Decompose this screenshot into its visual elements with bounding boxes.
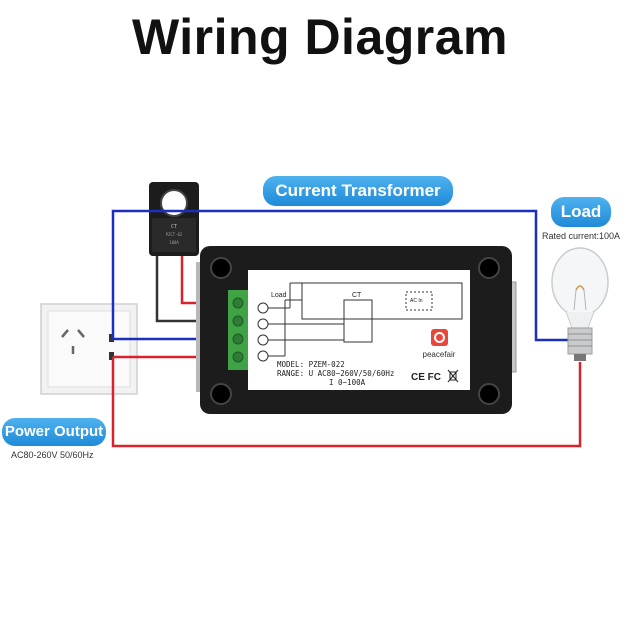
meter-model-text: MODEL: PZEM-022 <box>277 360 345 369</box>
red-wire-live <box>111 357 582 448</box>
power-output-voltage: AC80-260V 50/60Hz <box>11 450 94 460</box>
weee-bin-icon <box>447 369 459 383</box>
current-transformer-clamp: CT PZCT-02 100A <box>149 182 199 256</box>
meter-range-voltage: RANGE: U AC80~260V/50/60Hz <box>277 369 394 378</box>
power-output-label: Power Output <box>2 418 106 446</box>
power-meter: Load CT AC In peacefair MODEL: PZEM-022 … <box>196 246 517 414</box>
load-rated-current: Rated current:100A <box>542 231 621 241</box>
meter-panel-load-label: Load <box>271 292 287 299</box>
brand-name: peacefair <box>423 350 456 359</box>
meter-range-current: I 0~100A <box>329 378 366 387</box>
svg-text:CT: CT <box>171 224 177 230</box>
svg-text:PZCT-02: PZCT-02 <box>166 232 183 237</box>
blue-wire-neutral <box>111 209 568 342</box>
power-outlet <box>40 303 138 395</box>
light-bulb-icon <box>551 247 609 361</box>
peacefair-logo: peacefair <box>423 329 456 359</box>
current-transformer-label: Current Transformer <box>263 176 453 206</box>
certification-marks: CE FC <box>411 372 441 383</box>
diagram-title: Wiring Diagram <box>131 9 509 65</box>
svg-text:100A: 100A <box>169 240 179 245</box>
meter-panel-ct-label: CT <box>352 292 362 299</box>
meter-panel-ac-in-label: AC In <box>410 298 423 304</box>
load-label: Load <box>551 197 611 227</box>
